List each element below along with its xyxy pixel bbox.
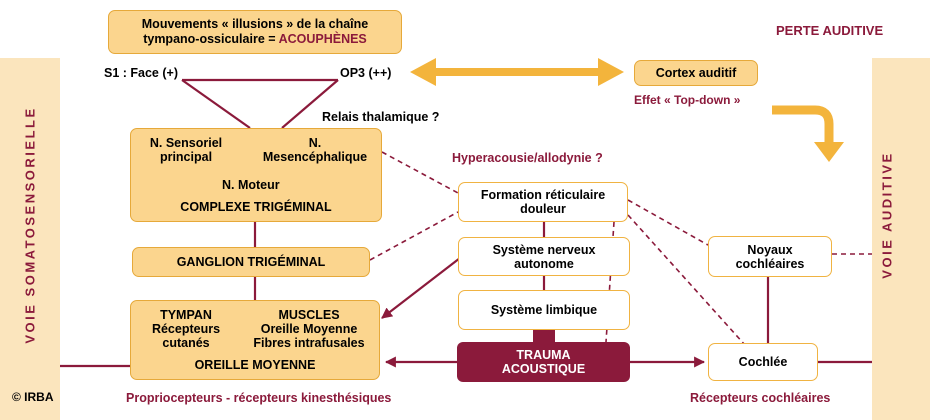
copyright-label: © IRBA [12,390,54,404]
op3-label: OP3 (++) [340,66,392,80]
op3-to-complexe [281,79,339,129]
acouphenes-line2: tympano-ossiculaire = ACOUPHÈNES [143,32,367,46]
top-down-curved-arrow [772,105,834,142]
recepteurs-cochleaires-label: Récepteurs cochléaires [690,391,831,405]
systeme-limbique-box: Système limbique [458,290,630,330]
n-moteur-label: N. Moteur [222,178,280,192]
acouphenes-line1: Mouvements « illusions » de la chaîne [141,17,369,31]
hyperacousie-label: Hyperacousie/allodynie ? [452,151,603,165]
perte-auditive-label: PERTE AUDITIVE [776,23,884,38]
ganglion-trigeminal-box: GANGLION TRIGÉMINAL [132,247,370,277]
oreille-moyenne-label: OREILLE MOYENNE [194,358,316,372]
s1-face-label: S1 : Face (+) [104,66,178,80]
s1-to-complexe [181,79,251,129]
top-down-double-arrow-shaft [430,68,602,76]
sna-to-oreille-arrow [381,257,461,319]
cortex-auditif-box: Cortex auditif [634,60,758,86]
cochlee-box: Cochlée [708,343,818,381]
left-band [0,58,60,420]
relais-thalamique-label: Relais thalamique ? [322,110,440,124]
top-down-curved-arrow-head [814,142,844,162]
acouphenes-box: Mouvements « illusions » de la chaîne ty… [108,10,402,54]
top-down-arrow-right-head [598,58,624,86]
ganglion-formation-dash [369,211,459,261]
acouphenes-word: ACOUPHÈNES [278,32,367,46]
formation-noyaux-dash [627,199,709,246]
n-mesencephalique-label: N.Mesencéphalique [262,136,368,164]
proprio-label: Propriocepteurs - récepteurs kinesthésiq… [126,391,392,405]
formation-cochlee-dash [627,214,746,346]
complexe-trigeminal-label: COMPLEXE TRIGÉMINAL [180,200,332,214]
complexe-formation-dash [381,151,459,194]
top-down-arrow-left-head [410,58,436,86]
right-band [872,58,930,420]
top-down-label: Effet « Top-down » [634,93,741,107]
complexe-trigeminal-box [130,128,382,222]
oreille-moyenne-box [130,300,380,380]
